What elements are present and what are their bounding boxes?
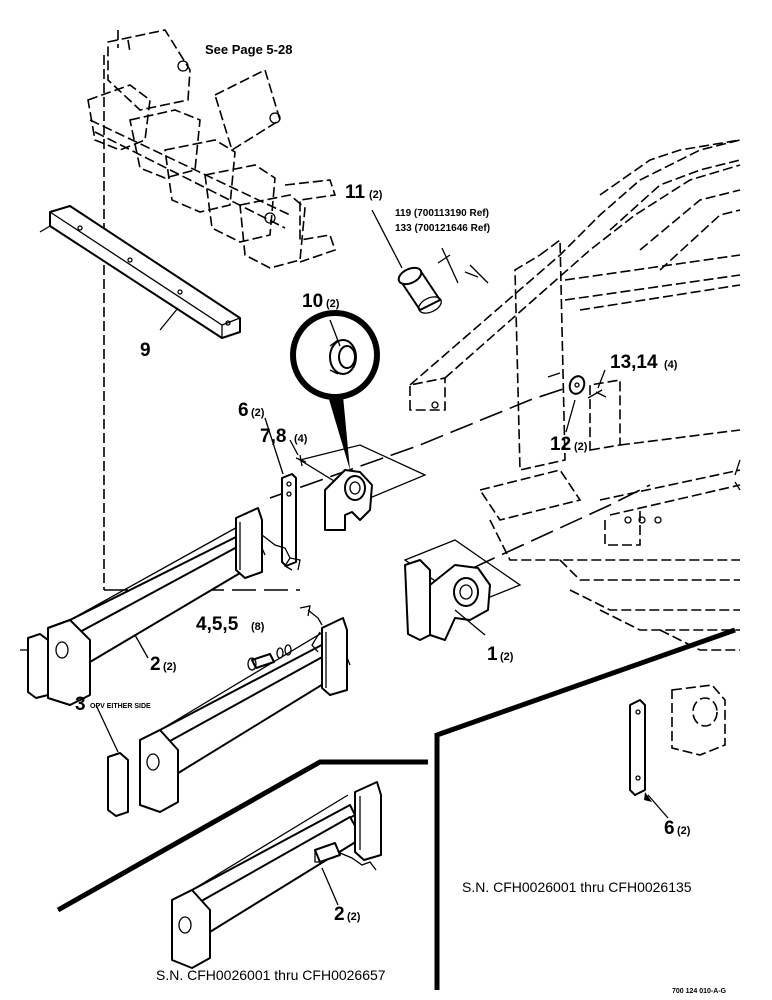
callout-3-note: OPV EITHER SIDE	[90, 703, 151, 710]
callout-7-8-qty: (4)	[294, 433, 308, 445]
part-9-mounting-bar	[39, 205, 241, 339]
part-2-crossmember-lower	[95, 605, 351, 817]
part-2-crossmember-upper	[20, 507, 301, 706]
serial-note-right: S.N. CFH0026001 thru CFH0026135	[462, 879, 692, 895]
callout-12: 12	[550, 434, 571, 455]
callout-6-inset-qty: (2)	[677, 825, 691, 837]
callout-13-14: 13,14	[610, 352, 658, 373]
callout-13-14-qty: (4)	[664, 359, 678, 371]
see-page-reference: See Page 5-28	[205, 42, 292, 57]
part-6-plate-upper	[264, 417, 307, 567]
callout-11-qty: (2)	[369, 189, 383, 201]
callout-2-upper: 2	[150, 654, 161, 675]
serial-note-bottom: S.N. CFH0026001 thru CFH0026657	[156, 967, 386, 983]
callout-6-qty: (2)	[251, 407, 265, 419]
divider-upper-right	[436, 627, 736, 738]
callout-9: 9	[140, 340, 151, 361]
callout-4-5-5: 4,5,5	[196, 614, 239, 635]
callout-2-upper-qty: (2)	[163, 661, 177, 673]
figure-code: 700 124 010-A-G	[672, 988, 727, 995]
callout-12-qty: (2)	[574, 441, 588, 453]
callout-11: 11	[345, 182, 366, 203]
callout-10-qty: (2)	[326, 298, 340, 310]
part-10-detail-bearing	[290, 310, 380, 470]
callout-2-inset: 2	[334, 904, 345, 925]
part-1-bearing-housing-lower	[403, 539, 522, 641]
upper-bearing-housing	[298, 444, 427, 531]
upper-frame-reference-assembly	[87, 29, 337, 590]
inset-right-part-6	[629, 684, 726, 819]
callout-1-qty: (2)	[500, 651, 514, 663]
shaft-centerline	[269, 384, 576, 499]
callout-6: 6	[238, 400, 249, 421]
callout-2-inset-qty: (2)	[347, 911, 361, 923]
part-12-washer-group	[547, 369, 607, 433]
callout-4-5-5-qty: (8)	[251, 621, 265, 633]
baler-chassis-reference	[409, 139, 741, 651]
callout-10: 10	[302, 291, 323, 312]
callout-1: 1	[487, 644, 498, 665]
callout-3: 3	[75, 694, 86, 715]
reference-133: 133 (700121646 Ref)	[395, 223, 490, 234]
callout-6-inset: 6	[664, 818, 675, 839]
divider-lower-left	[56, 759, 428, 913]
reference-119: 119 (700113190 Ref)	[395, 208, 489, 219]
part-11-bushing	[371, 209, 489, 314]
callout-7-8: 7,8	[260, 426, 286, 447]
inset-bottom-part-2	[171, 781, 382, 969]
